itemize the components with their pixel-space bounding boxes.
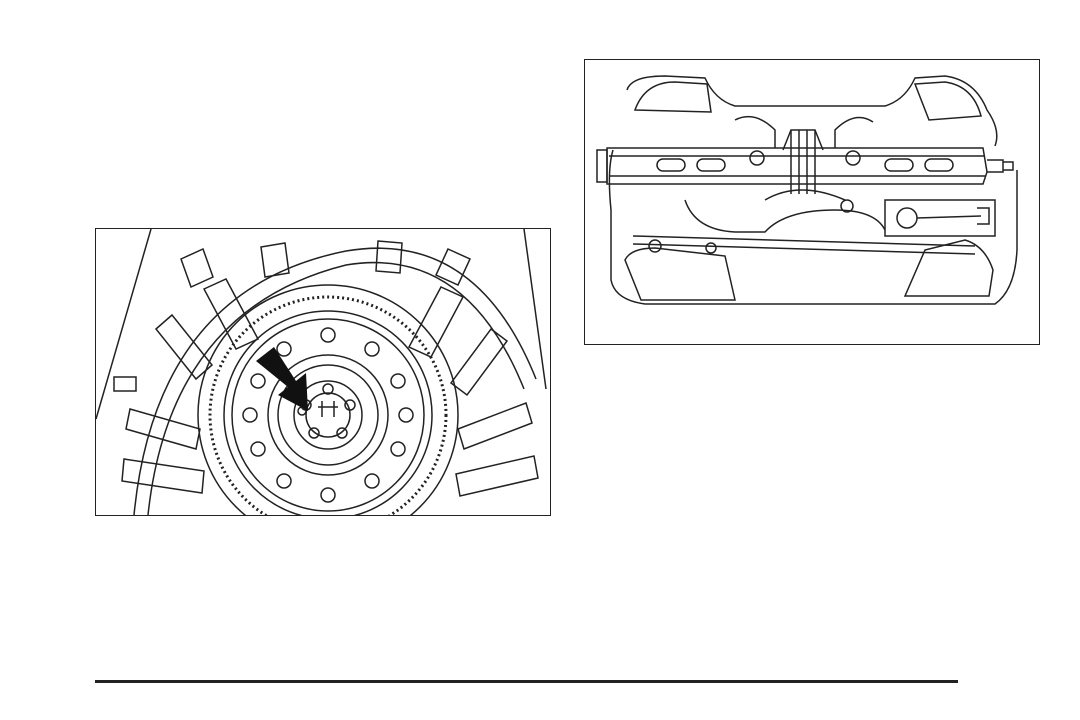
arrow-icon <box>256 347 308 411</box>
spare-tire-illustration <box>96 229 550 515</box>
jack-tools-figure <box>584 59 1040 345</box>
spare-tire-figure <box>95 228 551 516</box>
jack-tools-illustration <box>585 60 1039 344</box>
footer-rule <box>95 680 958 683</box>
